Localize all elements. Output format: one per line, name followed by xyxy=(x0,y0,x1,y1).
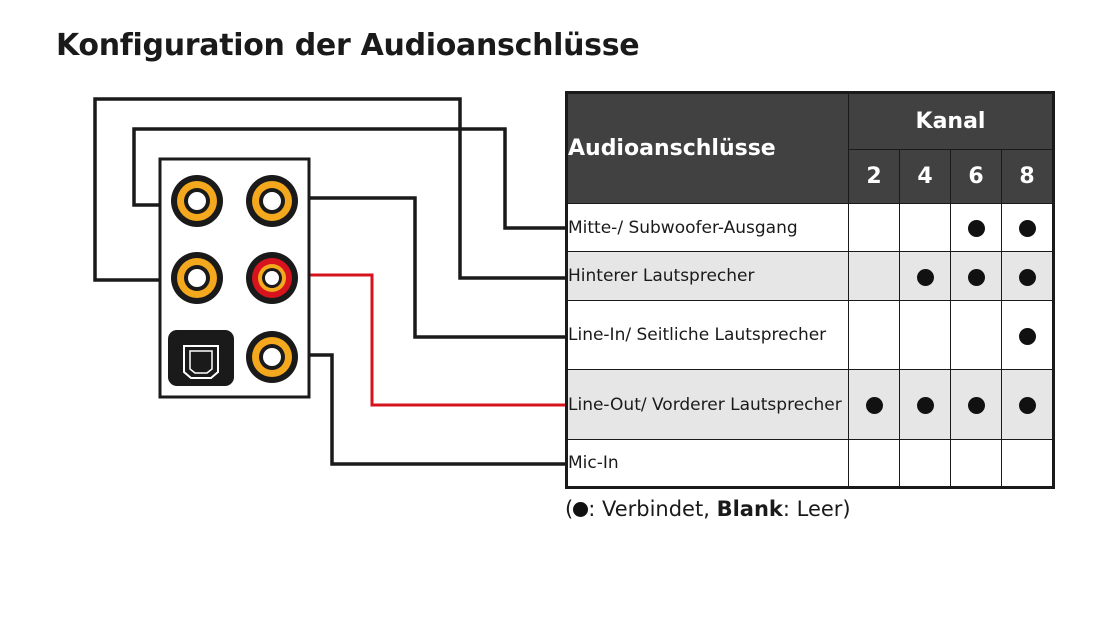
channel-cell xyxy=(950,203,1002,252)
channel-cell xyxy=(899,251,951,301)
channel-cell xyxy=(950,251,1002,301)
connected-dot-icon xyxy=(1018,327,1036,345)
row-label: Line-Out/ Vorderer Lautsprecher xyxy=(566,369,849,440)
connected-dot-icon xyxy=(916,268,934,286)
channel-cell xyxy=(848,203,900,252)
channel-2: 2 xyxy=(848,149,900,204)
legend: (: Verbindet, Blank: Leer) xyxy=(565,497,851,521)
channel-cell xyxy=(848,369,900,440)
channel-4: 4 xyxy=(899,149,951,204)
channel-cell xyxy=(899,203,951,252)
row-label: Mic-In xyxy=(566,439,849,488)
connected-dot-icon xyxy=(967,397,985,414)
channel-cell xyxy=(848,300,900,370)
table-row: Line-In/ Seitliche Lautsprecher xyxy=(566,300,1055,370)
channel-8: 8 xyxy=(1000,149,1055,204)
connected-dot-icon xyxy=(1018,397,1036,414)
wire-line-out xyxy=(272,273,567,407)
row-label: Hinterer Lautsprecher xyxy=(566,251,849,301)
optical-port-icon xyxy=(168,330,234,386)
jack-mic-in-icon xyxy=(246,331,298,383)
table-row: Hinterer Lautsprecher xyxy=(566,251,1055,301)
channel-cell xyxy=(1000,300,1055,370)
channel-cell xyxy=(1000,369,1055,440)
jack-center-sub-icon xyxy=(171,175,223,227)
page-title: Konfiguration der Audioanschlüsse xyxy=(56,28,640,63)
connected-dot-icon xyxy=(967,268,985,286)
wire-rear xyxy=(93,97,567,282)
channel-cell xyxy=(1000,203,1055,252)
channel-cell xyxy=(899,369,951,440)
wire-center-sub xyxy=(132,127,567,230)
connected-dot-icon xyxy=(1018,220,1036,237)
channel-6: 6 xyxy=(950,149,1002,204)
header-audio-ports: Audioanschlüsse xyxy=(566,92,849,204)
channel-cell xyxy=(848,251,900,301)
channel-cell xyxy=(950,439,1002,488)
channel-cell xyxy=(950,300,1002,370)
table-row: Mic-In xyxy=(566,439,1055,488)
wire-mic-in xyxy=(272,353,567,466)
connected-dot-icon xyxy=(865,397,883,414)
wire-line-in xyxy=(272,196,567,339)
table-row: Mitte-/ Subwoofer-Ausgang xyxy=(566,203,1055,252)
connected-dot-icon xyxy=(916,397,934,414)
row-label: Mitte-/ Subwoofer-Ausgang xyxy=(566,203,849,252)
row-label: Line-In/ Seitliche Lautsprecher xyxy=(566,300,849,370)
header-channel: Kanal xyxy=(847,92,1055,150)
channel-cell xyxy=(899,439,951,488)
channel-cell xyxy=(1000,439,1055,488)
table-row: Line-Out/ Vorderer Lautsprecher xyxy=(566,369,1055,440)
channel-cell xyxy=(1000,251,1055,301)
jack-line-in-icon xyxy=(246,175,298,227)
channel-cell xyxy=(950,369,1002,440)
connected-dot-icon xyxy=(967,220,985,237)
legend-dot-icon xyxy=(573,502,589,517)
jack-rear-icon xyxy=(171,252,223,304)
channel-cell xyxy=(848,439,900,488)
jack-line-out-icon xyxy=(246,252,298,304)
channel-cell xyxy=(899,300,951,370)
connected-dot-icon xyxy=(1018,268,1036,286)
